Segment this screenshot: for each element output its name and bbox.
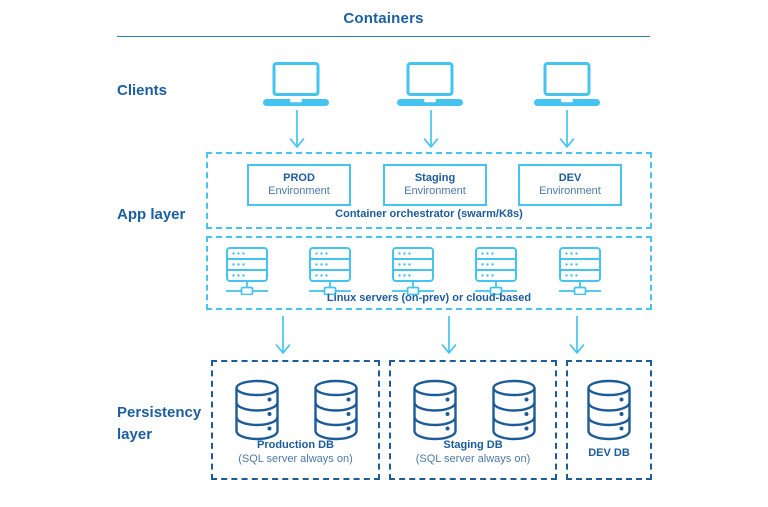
page-title: Containers [343, 10, 424, 27]
server-icon [392, 247, 434, 295]
server-icon [309, 247, 351, 295]
persistency-label-line2: layer [117, 426, 153, 443]
server-icon [475, 247, 517, 295]
app-layer-row-label: App layer [117, 206, 186, 223]
db-group-caption: Staging DB (SQL server always on) [391, 438, 555, 466]
database-icon [587, 379, 631, 441]
down-arrow-icon [289, 110, 305, 148]
laptop-icon [397, 62, 463, 108]
down-arrow-icon [569, 316, 585, 354]
server-icon [559, 247, 601, 295]
environment-box-staging: Staging Environment [383, 164, 487, 206]
db-group-sub-label: (SQL server always on) [415, 453, 531, 465]
laptop-icon [534, 62, 600, 108]
title-underline [117, 36, 650, 37]
db-group-production: Production DB (SQL server always on) [211, 360, 380, 480]
server-icon [226, 247, 268, 295]
down-arrow-icon [275, 316, 291, 354]
database-icon [492, 379, 536, 441]
down-arrow-icon [423, 110, 439, 148]
servers-group-box: Linux servers (on-prev) or cloud-based [206, 236, 652, 310]
environment-sub-label: Environment [404, 185, 466, 197]
persistency-label-line1: Persistency [117, 404, 202, 421]
db-group-sub-label: (SQL server always on) [238, 453, 353, 465]
database-icon [235, 379, 279, 441]
database-icon [413, 379, 457, 441]
database-icon [314, 379, 358, 441]
laptop-icon [263, 62, 329, 108]
environment-box-prod: PROD Environment [247, 164, 351, 206]
db-group-caption: DEV DB [568, 446, 650, 460]
db-group-name: DEV DB [588, 447, 630, 459]
down-arrow-icon [559, 110, 575, 148]
environment-box-dev: DEV Environment [518, 164, 622, 206]
environment-name: Staging [414, 172, 456, 184]
db-group-name: Production DB [257, 439, 334, 451]
orchestrator-group-box: PROD Environment Staging Environment DEV… [206, 152, 652, 229]
down-arrow-icon [441, 316, 457, 354]
db-group-dev: DEV DB [566, 360, 652, 480]
db-group-name: Staging DB [443, 439, 503, 451]
environment-name: PROD [283, 172, 315, 184]
environment-sub-label: Environment [539, 185, 601, 197]
servers-caption: Linux servers (on-prev) or cloud-based [326, 292, 532, 304]
clients-row-label: Clients [117, 82, 168, 99]
orchestrator-caption: Container orchestrator (swarm/K8s) [335, 208, 523, 220]
db-group-staging: Staging DB (SQL server always on) [389, 360, 557, 480]
db-group-caption: Production DB (SQL server always on) [213, 438, 378, 466]
environment-sub-label: Environment [268, 185, 330, 197]
environment-name: DEV [558, 172, 582, 184]
persistency-row-label: Persistency layer [117, 402, 201, 446]
